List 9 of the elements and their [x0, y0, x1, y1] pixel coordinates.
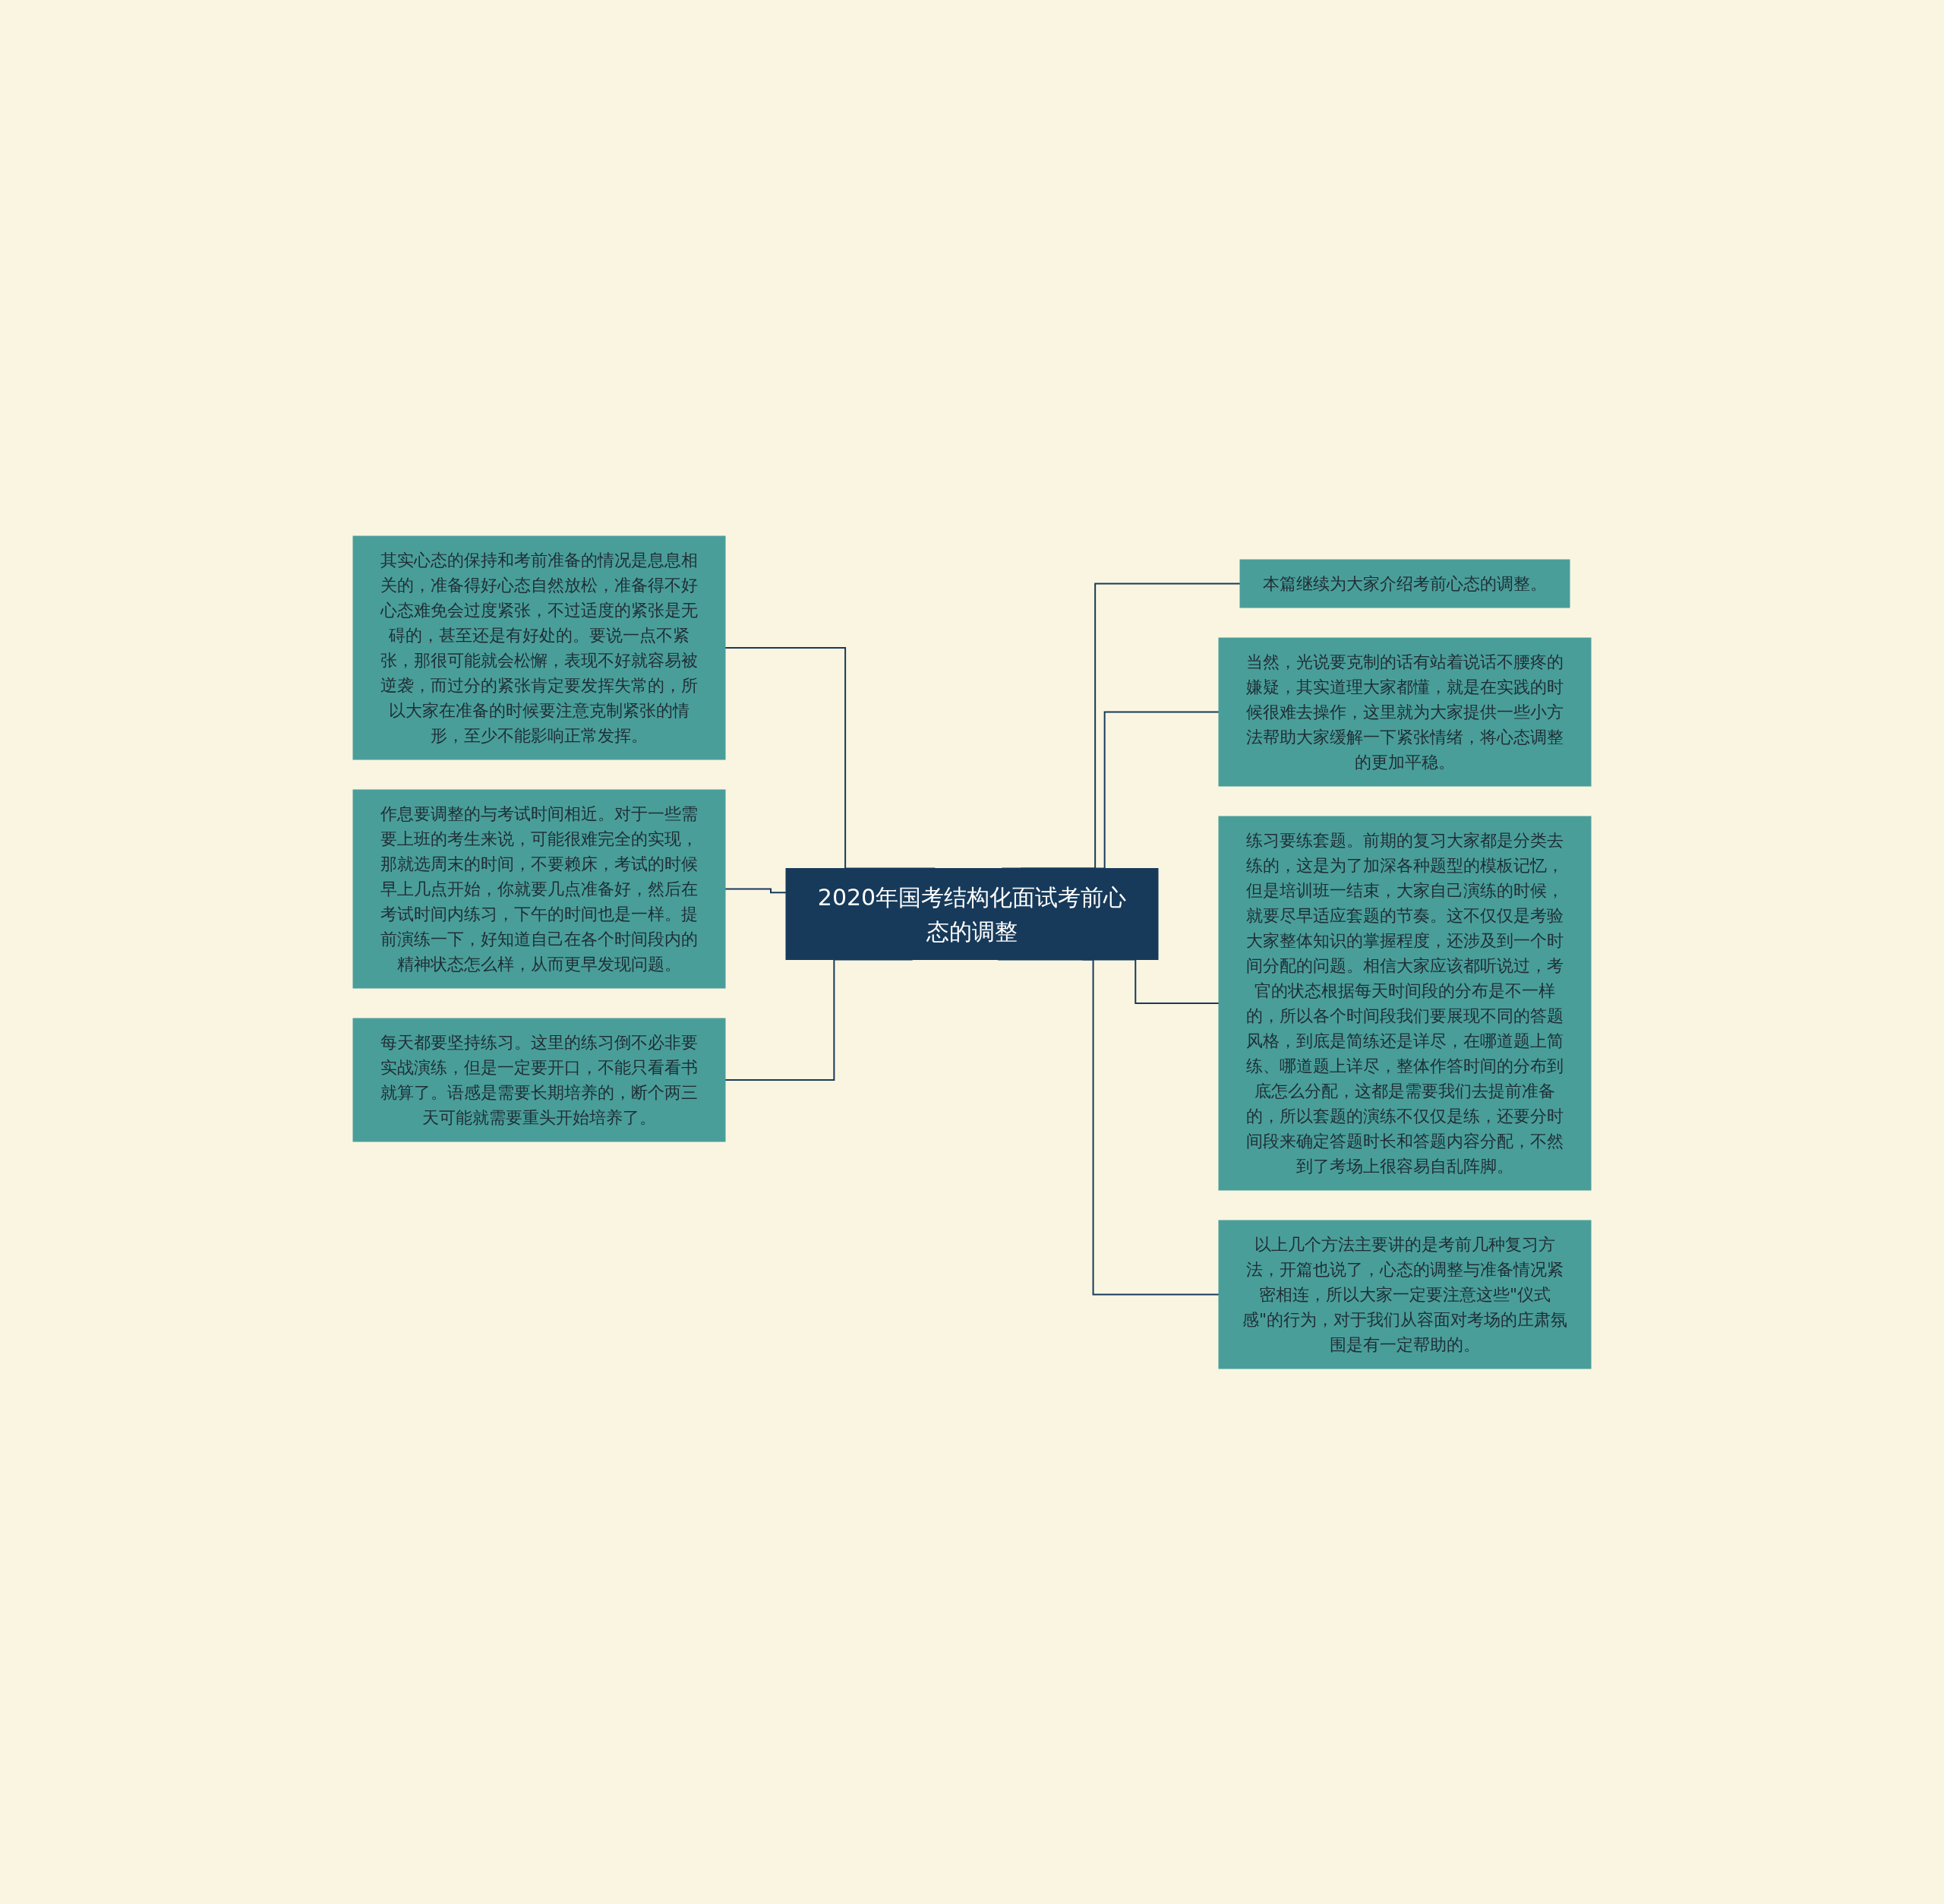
node-box: 练习要练套题。前期的复习大家都是分类去练的，这是为了加深各种题型的模板记忆，但是培训班一结束，大家自己演练的时候，就要尽早适应套题的节奏。这不仅仅是考验大家整体知识的掌握程度，还涉及到一个时间分配的问题。相信大家应该都听说过，考官的状态根据每天时间段的分布是不一样的，所以各个时间段我们要展现不同的答题风格，到底是简练还是详尽，在哪道题上简练、哪道题上详尽，整体作答时间的分布到底怎么分配，这都是需要我们去提前准备的，所以套题的演练不仅仅是练，还要分时间段来确定答题时长和答题内容分配，不然到了考场上很容易自乱阵脚。	[1218, 816, 1592, 1190]
node-box: 每天都要坚持练习。这里的练习倒不必非要实战演练，但是一定要开口，不能只看看书就算了。语感是需要长期培养的，断个两三天可能就需要重头开始培养了。	[352, 1018, 726, 1141]
node-box: 其实心态的保持和考前准备的情况是息息相关的，准备得好心态自然放松，准备得不好心态难免会过度紧张，不过适度的紧张是无碍的，甚至还是有好处的。要说一点不紧张，那很可能就会松懈，表现不好就容易被逆袭，而过分的紧张肯定要发挥失常的，所以大家在准备的时候要注意克制紧张的情形，至少不能影响正常发挥。	[352, 535, 726, 759]
node-box: 本篇继续为大家介绍考前心态的调整。	[1239, 559, 1570, 608]
node-box: 2020年国考结构化面试考前心态的调整	[785, 867, 1159, 960]
node-box: 作息要调整的与考试时间相近。对于一些需要上班的考生来说，可能很难完全的实现，那就选周末的时间，不要赖床，考试的时候早上几点开始，你就要几点准备好，然后在考试时间内练习，下午的时间也是一样。提前演练一下，好知道自己在各个时间段内的精神状态怎么样，从而更早发现问题。	[352, 789, 726, 988]
node-box: 以上几个方法主要讲的是考前几种复习方法，开篇也说了，心态的调整与准备情况紧密相连，所以大家一定要注意这些"仪式感"的行为，对于我们从容面对考场的庄肃氛围是有一定帮助的。	[1218, 1220, 1592, 1369]
node-box: 当然，光说要克制的话有站着说话不腰疼的嫌疑，其实道理大家都懂，就是在实践的时候很难去操作，这里就为大家提供一些小方法帮助大家缓解一下紧张情绪，将心态调整的更加平稳。	[1218, 637, 1592, 786]
connector	[724, 888, 787, 893]
